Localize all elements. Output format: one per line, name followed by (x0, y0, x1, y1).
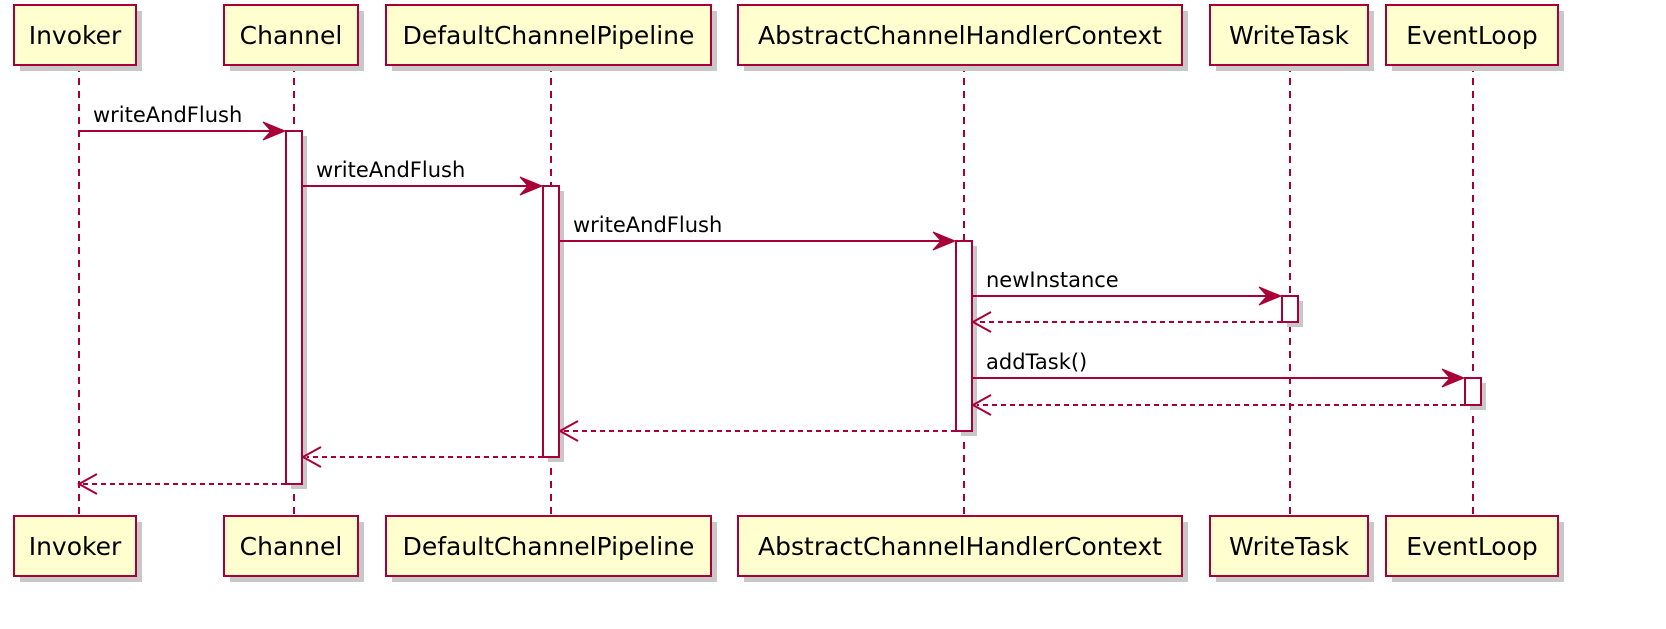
return-arrow-9 (76, 473, 286, 495)
activation-bar-pipeline (542, 185, 560, 458)
participant-box (385, 4, 712, 66)
participant-box (1385, 4, 1559, 66)
messages: writeAndFlush writeAndFlush writeAndFlush n… (76, 103, 1466, 495)
message-arrow-1: writeAndFlush (302, 158, 544, 196)
participant-channel-bottom: Channel (223, 515, 364, 582)
participant-box (1209, 4, 1369, 66)
activation-bar-context (955, 240, 973, 432)
participant-label: Channel (240, 532, 343, 561)
participant-box (13, 515, 137, 577)
participant-invoker-bottom: Invoker (13, 515, 142, 582)
participant-label: DefaultChannelPipeline (403, 21, 695, 50)
participant-label: WriteTask (1229, 21, 1349, 50)
participant-pipeline-top: DefaultChannelPipeline (385, 4, 717, 71)
arrow-head-open (300, 446, 322, 468)
participant-context-top: AbstractChannelHandlerContext (737, 4, 1188, 71)
return-arrow-7 (557, 420, 956, 442)
participant-label: EventLoop (1406, 21, 1538, 50)
return-arrow-6 (970, 394, 1465, 416)
participant-box (1209, 515, 1369, 577)
participant-invoker-top: Invoker (13, 4, 142, 71)
arrow-head (932, 231, 957, 251)
return-arrow-4 (970, 311, 1282, 333)
participant-writetask-top: WriteTask (1209, 4, 1374, 71)
participant-label: AbstractChannelHandlerContext (758, 21, 1162, 50)
participant-label: EventLoop (1406, 532, 1538, 561)
participant-channel-top: Channel (223, 4, 364, 71)
participant-box (1385, 515, 1559, 577)
participant-box (223, 4, 359, 66)
arrow-head (1258, 286, 1283, 306)
message-label: addTask() (986, 350, 1087, 374)
message-label: writeAndFlush (316, 158, 465, 182)
participant-box (737, 515, 1183, 577)
message-arrow-5: addTask() (972, 350, 1466, 388)
participant-label: Invoker (29, 21, 122, 50)
participant-box (385, 515, 712, 577)
participant-pipeline-bottom: DefaultChannelPipeline (385, 515, 717, 582)
activation-bars (285, 130, 1486, 489)
participant-label: WriteTask (1229, 532, 1349, 561)
arrow-head-open (76, 473, 98, 495)
message-arrow-2: writeAndFlush (559, 213, 957, 251)
participant-heads-top: Invoker Channel DefaultChannelPipeline Abst… (13, 4, 1564, 71)
message-arrow-0: writeAndFlush (79, 103, 287, 141)
participant-label: AbstractChannelHandlerContext (758, 532, 1162, 561)
message-label: writeAndFlush (573, 213, 722, 237)
arrow-head-open (557, 420, 579, 442)
return-arrow-8 (300, 446, 543, 468)
participant-writetask-bottom: WriteTask (1209, 515, 1374, 582)
activation-bar-eventloop (1464, 377, 1482, 406)
arrow-head (262, 121, 287, 141)
participant-label: Invoker (29, 532, 122, 561)
participant-box (737, 4, 1183, 66)
activation-bar-writetask (1281, 295, 1299, 323)
participant-context-bottom: AbstractChannelHandlerContext (737, 515, 1188, 582)
arrow-head-open (970, 394, 992, 416)
participant-box (13, 4, 137, 66)
message-label: writeAndFlush (93, 103, 242, 127)
participant-label: DefaultChannelPipeline (403, 532, 695, 561)
participant-eventloop-bottom: EventLoop (1385, 515, 1564, 582)
participant-eventloop-top: EventLoop (1385, 4, 1564, 71)
participant-label: Channel (240, 21, 343, 50)
arrow-head (519, 176, 544, 196)
message-label: newInstance (986, 268, 1119, 292)
arrow-head (1441, 368, 1466, 388)
message-arrow-3: newInstance (972, 268, 1283, 306)
participant-box (223, 515, 359, 577)
arrow-head-open (970, 311, 992, 333)
activation-bar-channel (285, 130, 303, 485)
participant-heads-bottom: Invoker Channel DefaultChannelPipeline Abst… (13, 515, 1564, 582)
